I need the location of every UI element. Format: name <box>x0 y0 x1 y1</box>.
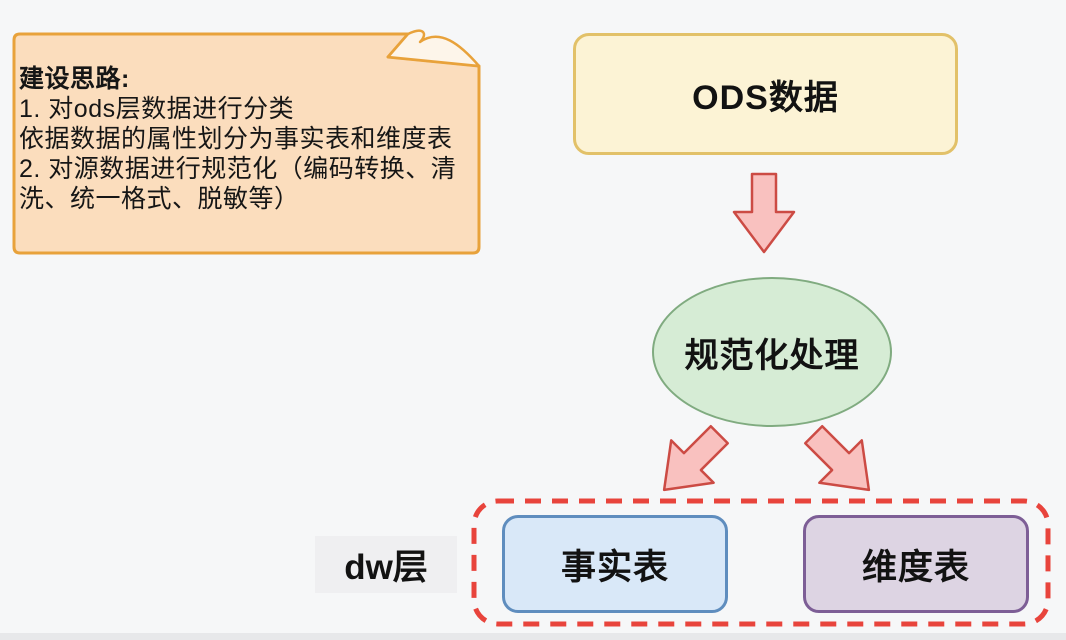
arrow-ods-to-process <box>732 172 796 254</box>
note-box: 建设思路: 1. 对ods层数据进行分类 依据数据的属性划分为事实表和维度表 2… <box>19 64 489 214</box>
node-process: 规范化处理 <box>652 277 892 427</box>
node-process-label: 规范化处理 <box>684 336 860 375</box>
node-fact-label: 事实表 <box>560 547 669 587</box>
arrow-process-to-fact <box>662 424 730 492</box>
node-dimension-table: 维度表 <box>803 515 1029 613</box>
label-dw-layer: dw层 <box>315 536 457 593</box>
dw-layer-group-outline <box>471 498 1051 627</box>
node-fact-table: 事实表 <box>502 515 728 613</box>
arrow-process-to-dim <box>803 424 871 492</box>
note-folded-corner <box>386 29 481 68</box>
node-ods-label: ODS数据 <box>692 78 839 117</box>
label-dw-layer-text: dw层 <box>344 548 428 587</box>
note-paper-shape <box>12 32 481 255</box>
note-line: 洗、统一格式、脱敏等） <box>19 185 300 213</box>
note-line: 1. 对ods层数据进行分类 <box>19 95 295 123</box>
note-line: 依据数据的属性划分为事实表和维度表 <box>19 125 453 153</box>
node-dim-label: 维度表 <box>861 547 970 587</box>
note-title: 建设思路: <box>19 65 130 93</box>
bottom-edge-strip <box>0 633 1066 640</box>
node-ods: ODS数据 <box>573 33 958 155</box>
note-line: 2. 对源数据进行规范化（编码转换、清 <box>19 155 457 183</box>
